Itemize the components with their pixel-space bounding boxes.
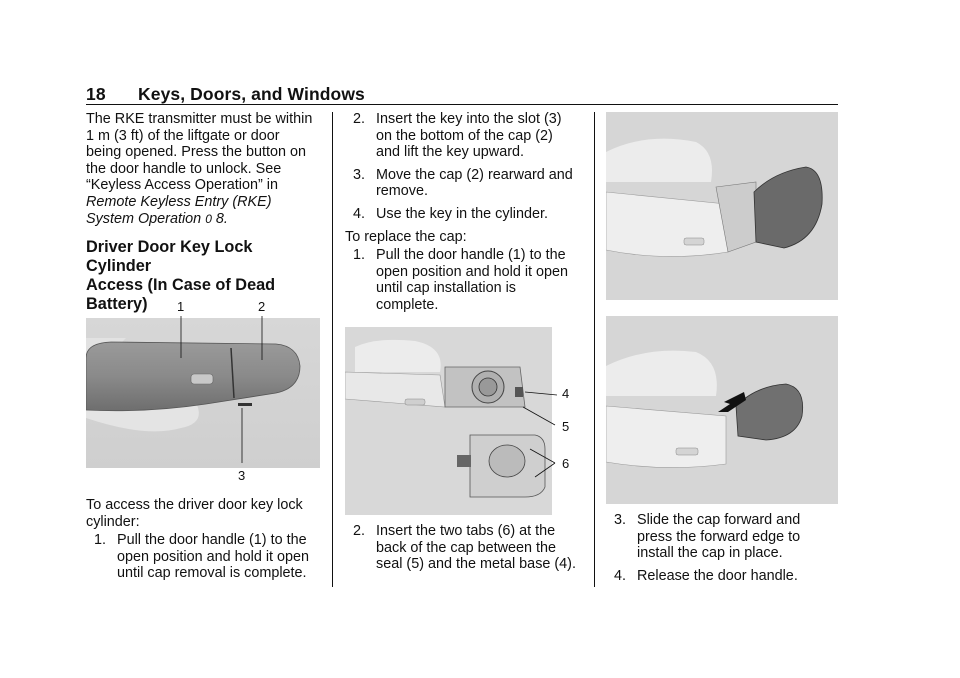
intro-line-3: being opened. Press the button on — [86, 144, 307, 161]
column-2: 2. Insert the key into the slot (3) on t… — [345, 111, 585, 314]
column-1: The RKE transmitter must be within 1 m (… — [86, 111, 320, 314]
page-ref-arrow-icon: 0 — [205, 211, 212, 226]
access-line-2: cylinder: — [86, 513, 140, 530]
section-heading: Driver Door Key Lock Cylinder Access (In… — [86, 238, 320, 314]
step-2-line-1: Insert the key into the slot (3) — [376, 111, 562, 127]
intro-line-4: the door handle to unlock. See — [86, 160, 282, 177]
heading-line-3: Battery) — [86, 295, 148, 314]
step-3-line-2: remove. — [376, 183, 428, 200]
callout-3: 3 — [238, 468, 245, 483]
reference-title: System Operation — [86, 210, 202, 227]
step-3-number: 3. — [353, 166, 366, 183]
intro-line-1: The RKE transmitter must be within — [86, 111, 313, 127]
replace-step-4: 4. Release the door handle. — [614, 568, 842, 585]
column-divider-2 — [594, 112, 595, 587]
step-2: 2. Insert the key into the slot (3) on t… — [353, 111, 585, 161]
replace-step-1-line-4: complete. — [376, 296, 439, 313]
reference-page: 8 — [215, 210, 224, 227]
column-divider-1 — [332, 112, 333, 587]
step-1: 1. Pull the door handle (1) to the open … — [94, 532, 320, 582]
replace-step-1-line-2: open position and hold it open — [376, 263, 569, 280]
step-1-line-1: Pull the door handle (1) to the — [117, 532, 307, 549]
column-3: 3. Slide the cap forward and press the f… — [606, 512, 842, 584]
replace-step-3-line-3: install the cap in place. — [637, 545, 783, 562]
step-2-line-2: on the bottom of the cap (2) — [376, 127, 553, 144]
callout-5: 5 — [562, 419, 569, 434]
step-4: 4. Use the key in the cylinder. — [353, 206, 585, 223]
section-title: Keys, Doors, and Windows — [138, 84, 365, 104]
replace-step-2: 2. Insert the two tabs (6) at the back o… — [353, 523, 585, 573]
replace-step-3-line-2: press the forward edge to — [637, 528, 801, 545]
cap-removed-figure — [606, 112, 838, 300]
step-1-number: 1. — [94, 532, 107, 549]
callout-4: 4 — [562, 386, 569, 401]
cap-seal-figure: 4 5 6 — [345, 327, 577, 515]
door-handle-figure: 1 2 3 — [86, 298, 320, 488]
replace-step-3-number: 3. — [614, 512, 627, 528]
step-4-text: Use the key in the cylinder. — [376, 205, 548, 222]
replace-step-2-line-3: seal (5) and the metal base (4). — [376, 556, 576, 573]
step-1-line-2: open position and hold it open — [117, 548, 310, 565]
page-header: 18 Keys, Doors, and Windows — [86, 84, 365, 105]
page-number: 18 — [86, 84, 106, 104]
replace-step-3-text: Slide the cap forward and press the forw… — [637, 512, 842, 562]
replace-step-1-text: Pull the door handle (1) to the open pos… — [376, 247, 585, 313]
column-1-lower: To access the driver door key lock cylin… — [86, 497, 320, 582]
reference-link-line-1[interactable]: Remote Keyless Entry (RKE) — [86, 193, 272, 210]
step-2-line-3: and lift the key upward. — [376, 144, 524, 161]
replace-step-2-line-1: Insert the two tabs (6) at the — [376, 523, 556, 539]
callout-6: 6 — [562, 456, 569, 471]
reference-period: . — [223, 210, 228, 227]
step-3-line-1: Move the cap (2) rearward and — [376, 166, 573, 183]
step-4-number: 4. — [353, 205, 366, 222]
callout-1: 1 — [177, 299, 184, 314]
column-2-lower: 2. Insert the two tabs (6) at the back o… — [345, 523, 585, 573]
replace-step-1-line-1: Pull the door handle (1) to the — [376, 247, 566, 264]
step-2-number: 2. — [353, 111, 366, 127]
step-1-text: Pull the door handle (1) to the open pos… — [117, 532, 320, 582]
replace-step-1: 1. Pull the door handle (1) to the open … — [353, 247, 585, 313]
cap-installing-figure — [606, 316, 838, 504]
callout-2: 2 — [258, 299, 265, 314]
see-reference: “Keyless Access Operation” in — [86, 177, 278, 194]
replace-step-1-number: 1. — [353, 247, 366, 264]
step-3: 3. Move the cap (2) rearward and remove. — [353, 167, 585, 200]
replace-step-2-line-2: back of the cap between the — [376, 539, 557, 556]
intro-line-2: 1 m (3 ft) of the liftgate or door — [86, 127, 280, 144]
replace-step-3-line-1: Slide the cap forward and — [637, 512, 801, 528]
step-3-text: Move the cap (2) rearward and remove. — [376, 167, 585, 200]
reference-link-line-2[interactable]: System Operation 0 8. — [86, 211, 320, 228]
replace-step-2-number: 2. — [353, 523, 366, 539]
replace-cap-label: To replace the cap: — [345, 228, 467, 245]
step-2-text: Insert the key into the slot (3) on the … — [376, 111, 585, 161]
replace-step-3: 3. Slide the cap forward and press the f… — [614, 512, 842, 562]
access-line-1: To access the driver door key lock — [86, 497, 303, 513]
heading-line-1: Driver Door Key Lock Cylinder — [86, 238, 253, 276]
replace-step-2-text: Insert the two tabs (6) at the back of t… — [376, 523, 585, 573]
replace-step-4-text: Release the door handle. — [637, 567, 798, 584]
heading-line-2: Access (In Case of Dead — [86, 276, 276, 295]
replace-step-1-line-3: until cap installation is — [376, 280, 516, 297]
step-1-line-3: until cap removal is complete. — [117, 565, 307, 582]
header-rule — [86, 104, 838, 105]
replace-step-4-number: 4. — [614, 567, 627, 584]
